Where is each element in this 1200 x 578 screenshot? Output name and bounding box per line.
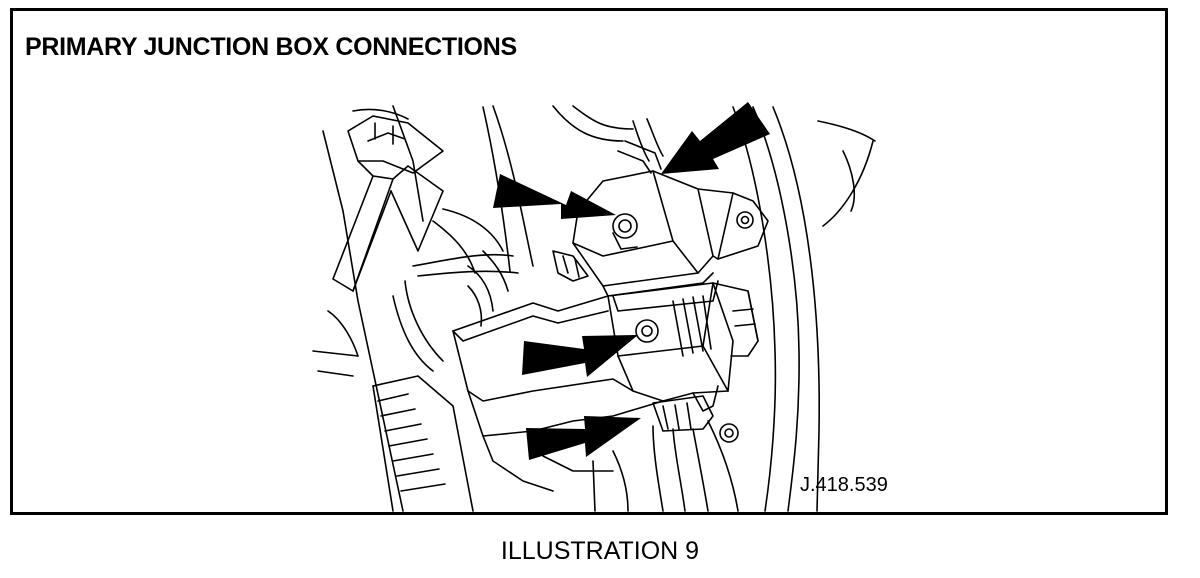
lower-connector-arrow-icon (526, 416, 641, 460)
ribbed-panel (372, 375, 474, 512)
figure-title: PRIMARY JUNCTION BOX CONNECTIONS (25, 33, 517, 61)
background-trim (312, 105, 876, 512)
relay-housing (332, 115, 444, 292)
upper-nut-icon (736, 211, 754, 229)
wiring-harness (392, 208, 589, 372)
lower-bolt-icon (635, 319, 659, 343)
reference-code: J.418.539 (800, 474, 888, 496)
junction-box-line-drawing (312, 102, 876, 512)
upper-bolt-icon (612, 213, 638, 239)
lower-nut-icon (719, 423, 739, 443)
upper-connector-arrow-icon (661, 102, 770, 174)
illustration-caption: ILLUSTRATION 9 (500, 537, 700, 565)
lower-connector (482, 395, 739, 512)
upper-bolt-arrow-icon (493, 174, 616, 219)
illustration-frame: PRIMARY JUNCTION BOX CONNECTIONS (10, 8, 1168, 515)
lower-bolt-arrow-icon (522, 335, 638, 377)
lower-junction-box (452, 282, 759, 443)
